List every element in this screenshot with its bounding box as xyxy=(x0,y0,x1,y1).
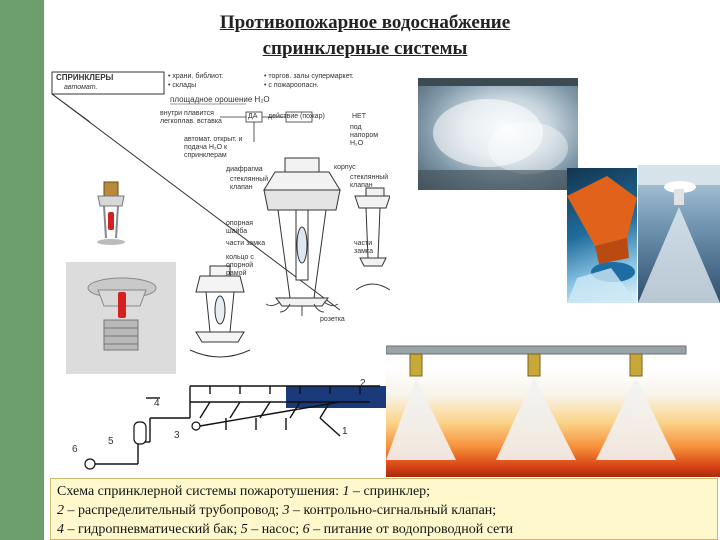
caption-number-3: 3 xyxy=(282,503,290,518)
diagram-rosette-label: розетка xyxy=(320,316,345,323)
diagram-header-left-2: автомат. xyxy=(64,84,98,91)
caption-number-2: 2 xyxy=(57,503,64,518)
diagram-header-right-1: • храни. библиот. xyxy=(168,73,224,80)
diagram-no-text: НЕТ xyxy=(352,113,366,120)
caption-number-6: 6 xyxy=(302,522,310,537)
diagram-header-right-2: • склады xyxy=(168,82,197,89)
sprinkler-diagram-panel: СПРИНКЛЕРЫ автомат. • храни. библиот. • … xyxy=(50,70,390,380)
schematic-label-5: 5 xyxy=(108,436,114,447)
caption-text-6: – питание от водопроводной сети xyxy=(309,522,513,537)
caption-text-4: – гидропневматический бак; xyxy=(64,522,241,537)
diagram-yes-text: ДА xyxy=(248,113,258,120)
schematic-label-6: 6 xyxy=(72,444,78,455)
page-title: Противопожарное водоснабжение спринклерн… xyxy=(150,10,580,62)
diagram-diaphragm-label: диафрагма xyxy=(226,166,263,173)
diagram-header-right-3: • торгов. залы супермаркет. xyxy=(264,73,354,80)
caption-text-1: – спринклер; xyxy=(349,484,431,499)
left-decorative-stripe xyxy=(0,0,44,540)
diagram-support-washer-label: опорная шайба xyxy=(226,220,254,235)
photo-sprinklers-over-fire xyxy=(386,340,720,477)
caption-text-2: – распределительный трубопровод; xyxy=(64,503,283,518)
diagram-case-label: корпус xyxy=(334,164,356,171)
diagram-inside-text: внутри плавится легкоплав. вставка xyxy=(160,110,222,125)
caption-number-5: 5 xyxy=(240,522,248,537)
diagram-pressure-text: под напором H₂O xyxy=(350,124,379,147)
sprinkler-diagram-drawing xyxy=(51,71,390,374)
diagram-action-text: действие (пожар) xyxy=(268,113,325,120)
diagram-header-left-1: СПРИНКЛЕРЫ xyxy=(56,73,114,82)
photo-water-mist xyxy=(418,78,578,190)
diagram-lock-parts-2-label: части замка xyxy=(354,240,374,255)
caption-prefix: Схема спринклерной системы пожаротушения… xyxy=(57,484,343,499)
figure-caption: Схема спринклерной системы пожаротушения… xyxy=(50,478,718,540)
schematic-label-4: 4 xyxy=(154,398,160,409)
schematic-label-3: 3 xyxy=(174,430,180,441)
photo-orange-pipe-spray xyxy=(567,168,637,303)
title-line-1: Противопожарное водоснабжение xyxy=(219,12,511,33)
diagram-area-text: площадное орошение H₂O xyxy=(170,95,270,104)
caption-text-5: – насос; xyxy=(247,522,303,537)
schematic-drawing xyxy=(84,385,386,470)
schematic-label-2: 2 xyxy=(360,378,366,389)
title-line-2: спринклерные системы xyxy=(262,38,468,59)
caption-text-3: – контрольно-сигнальный клапан; xyxy=(289,503,497,518)
diagram-auto-open-text: автомат. открыт. и подача H₂O к спринкле… xyxy=(184,136,243,159)
photo-ceiling-sprinkler-spray xyxy=(638,165,720,303)
diagram-lock-ring-label: кольцо с опорной рамой xyxy=(226,254,254,277)
caption-number-1: 1 xyxy=(342,484,350,499)
caption-number-4: 4 xyxy=(57,522,64,537)
diagram-header-right-4: • с пожароопасн. xyxy=(264,82,319,89)
schematic-label-1: 1 xyxy=(342,426,348,437)
diagram-lock-parts-label: части замка xyxy=(226,240,266,247)
diagram-glass-valve-label: стеклянный клапан xyxy=(350,174,389,189)
sprinkler-schematic: 1 2 3 4 5 6 xyxy=(50,378,386,478)
diagram-glass-pin-label: стеклянный клапан xyxy=(230,176,269,191)
